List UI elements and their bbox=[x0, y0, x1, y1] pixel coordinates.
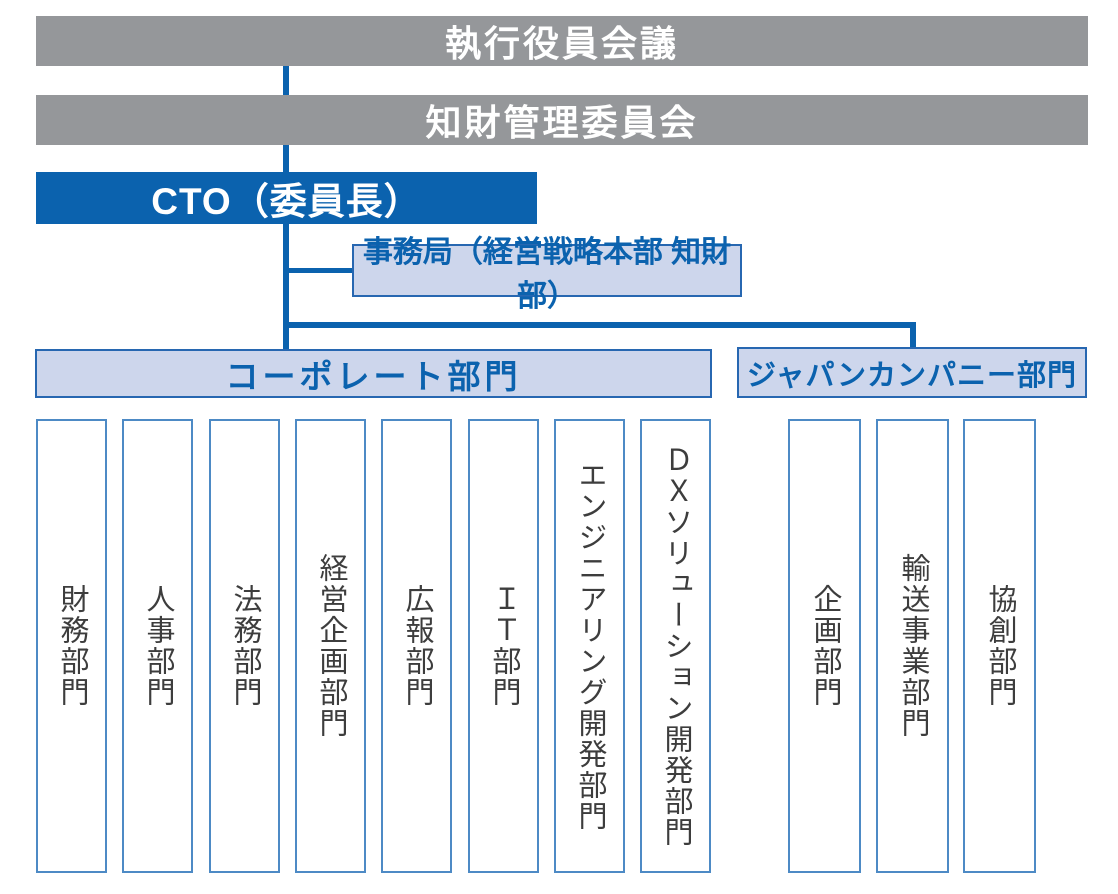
corporate-division-box: コーポレート部門 bbox=[35, 349, 712, 398]
executive-board-bar: 執行役員会議 bbox=[36, 16, 1088, 66]
dept-label: 法務部門 bbox=[229, 584, 261, 708]
dept-column: エンジニアリング開発部門 bbox=[554, 419, 625, 873]
corporate-division-label: コーポレート部門 bbox=[225, 357, 522, 395]
connector-line-secretariat-branch bbox=[286, 268, 353, 273]
dept-label: エンジニアリング開発部門 bbox=[574, 460, 606, 832]
dept-column: 経営企画部門 bbox=[295, 419, 366, 873]
cto-bar: CTO（委員長） bbox=[36, 172, 537, 224]
connector-line-committee-to-cto bbox=[283, 145, 289, 173]
connector-line-japan-stub bbox=[910, 322, 916, 348]
dept-label: 広報部門 bbox=[401, 584, 433, 708]
dept-column: 企画部門 bbox=[788, 419, 861, 873]
dept-label: 財務部門 bbox=[56, 584, 88, 708]
dept-column: ＩＴ部門 bbox=[468, 419, 539, 873]
ip-committee-label: 知財管理委員会 bbox=[425, 102, 699, 143]
dept-label: 人事部門 bbox=[142, 584, 174, 708]
ip-committee-bar: 知財管理委員会 bbox=[36, 95, 1088, 145]
dept-column: 輸送事業部門 bbox=[876, 419, 949, 873]
dept-label: 経営企画部門 bbox=[315, 553, 347, 739]
executive-board-label: 執行役員会議 bbox=[444, 23, 679, 64]
cto-label: CTO（委員長） bbox=[151, 181, 422, 222]
dept-label: 輸送事業部門 bbox=[897, 553, 929, 739]
dept-column: ＤＸソリューション開発部門 bbox=[640, 419, 711, 873]
dept-column: 法務部門 bbox=[209, 419, 280, 873]
dept-label: ＤＸソリューション開発部門 bbox=[660, 444, 692, 848]
japan-company-division-label: ジャパンカンパニー部門 bbox=[746, 359, 1077, 392]
dept-column: 財務部門 bbox=[36, 419, 107, 873]
connector-line-board-to-committee bbox=[283, 66, 289, 96]
dept-column: 広報部門 bbox=[381, 419, 452, 873]
dept-column: 協創部門 bbox=[963, 419, 1036, 873]
dept-column: 人事部門 bbox=[122, 419, 193, 873]
secretariat-box: 事務局（経営戦略本部 知財部） bbox=[352, 236, 742, 313]
dept-label: 協創部門 bbox=[984, 584, 1016, 708]
secretariat-label: 事務局（経営戦略本部 知財部） bbox=[362, 235, 732, 313]
connector-line-cto-trunk bbox=[283, 224, 289, 350]
dept-label: ＩＴ部門 bbox=[488, 584, 520, 708]
japan-company-division-box: ジャパンカンパニー部門 bbox=[737, 347, 1087, 398]
connector-line-divisions-horizontal bbox=[283, 322, 916, 328]
dept-label: 企画部門 bbox=[809, 584, 841, 708]
